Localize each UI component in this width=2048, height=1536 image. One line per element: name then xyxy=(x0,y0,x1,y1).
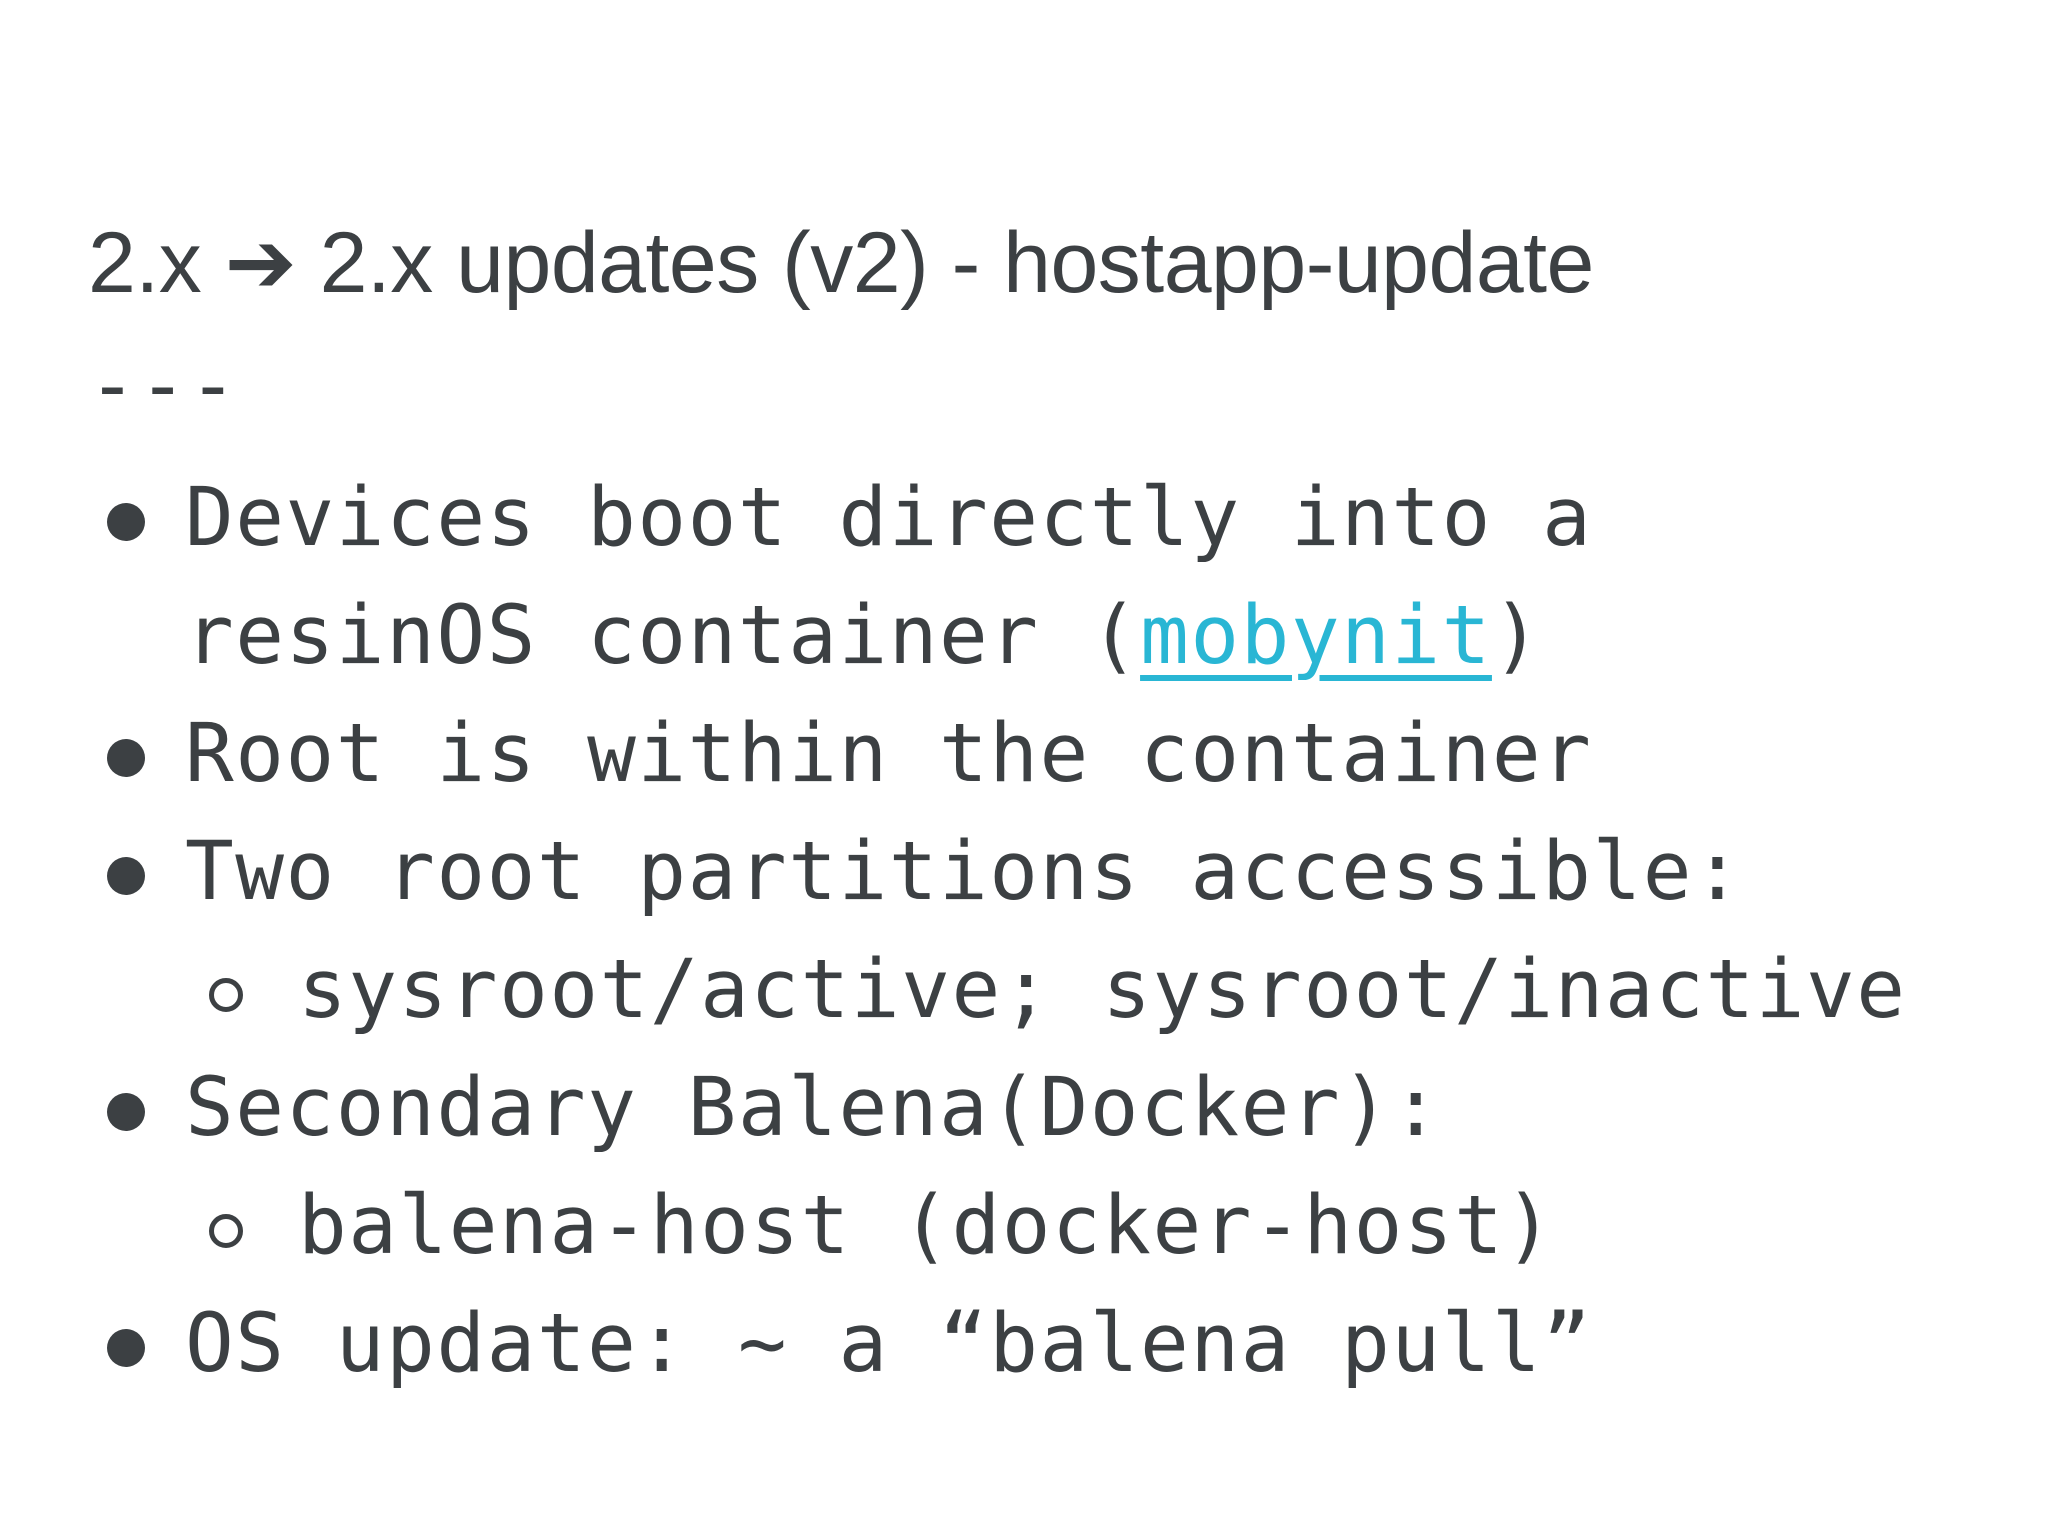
bullet-dot-icon xyxy=(107,1329,145,1367)
bullet-dot-icon xyxy=(107,739,145,777)
bullet-item: Two root partitions accessible: xyxy=(0,813,1960,931)
sub-bullet-item: sysroot/active; sysroot/inactive xyxy=(0,931,1960,1049)
bullet-text: sysroot/active; sysroot/inactive xyxy=(298,943,1907,1037)
separator-dashes: --- xyxy=(88,339,239,433)
bullet-item: Root is within the container xyxy=(0,695,1960,813)
bullet-item: OS update: ~ a “balena pull” xyxy=(0,1285,1960,1403)
bullet-dot-icon xyxy=(107,1093,145,1131)
bullet-dot-icon xyxy=(107,857,145,895)
bullet-circle-icon xyxy=(209,978,243,1012)
bullet-text: Devices boot directly into a resinOS con… xyxy=(185,471,1593,683)
bullet-text: Secondary Balena(Docker): xyxy=(185,1061,1442,1155)
bullet-text: balena-host (docker-host) xyxy=(298,1179,1555,1273)
bullet-item: Devices boot directly into a resinOS con… xyxy=(0,459,1960,695)
slide-title: 2.x ➔ 2.x updates (v2) - hostapp-update xyxy=(88,215,1594,311)
sub-bullet-item: balena-host (docker-host) xyxy=(0,1167,1960,1285)
bullet-text: Two root partitions accessible: xyxy=(185,825,1744,919)
bullet-item: Secondary Balena(Docker): xyxy=(0,1049,1960,1167)
bullet-text: ) xyxy=(1491,589,1543,683)
bullet-text: Root is within the container xyxy=(185,707,1593,801)
bullet-list: Devices boot directly into a resinOS con… xyxy=(0,459,1960,1403)
mobynit-link[interactable]: mobynit xyxy=(1140,589,1492,683)
bullet-text: OS update: ~ a “balena pull” xyxy=(185,1297,1593,1391)
bullet-dot-icon xyxy=(107,503,145,541)
bullet-circle-icon xyxy=(209,1214,243,1248)
